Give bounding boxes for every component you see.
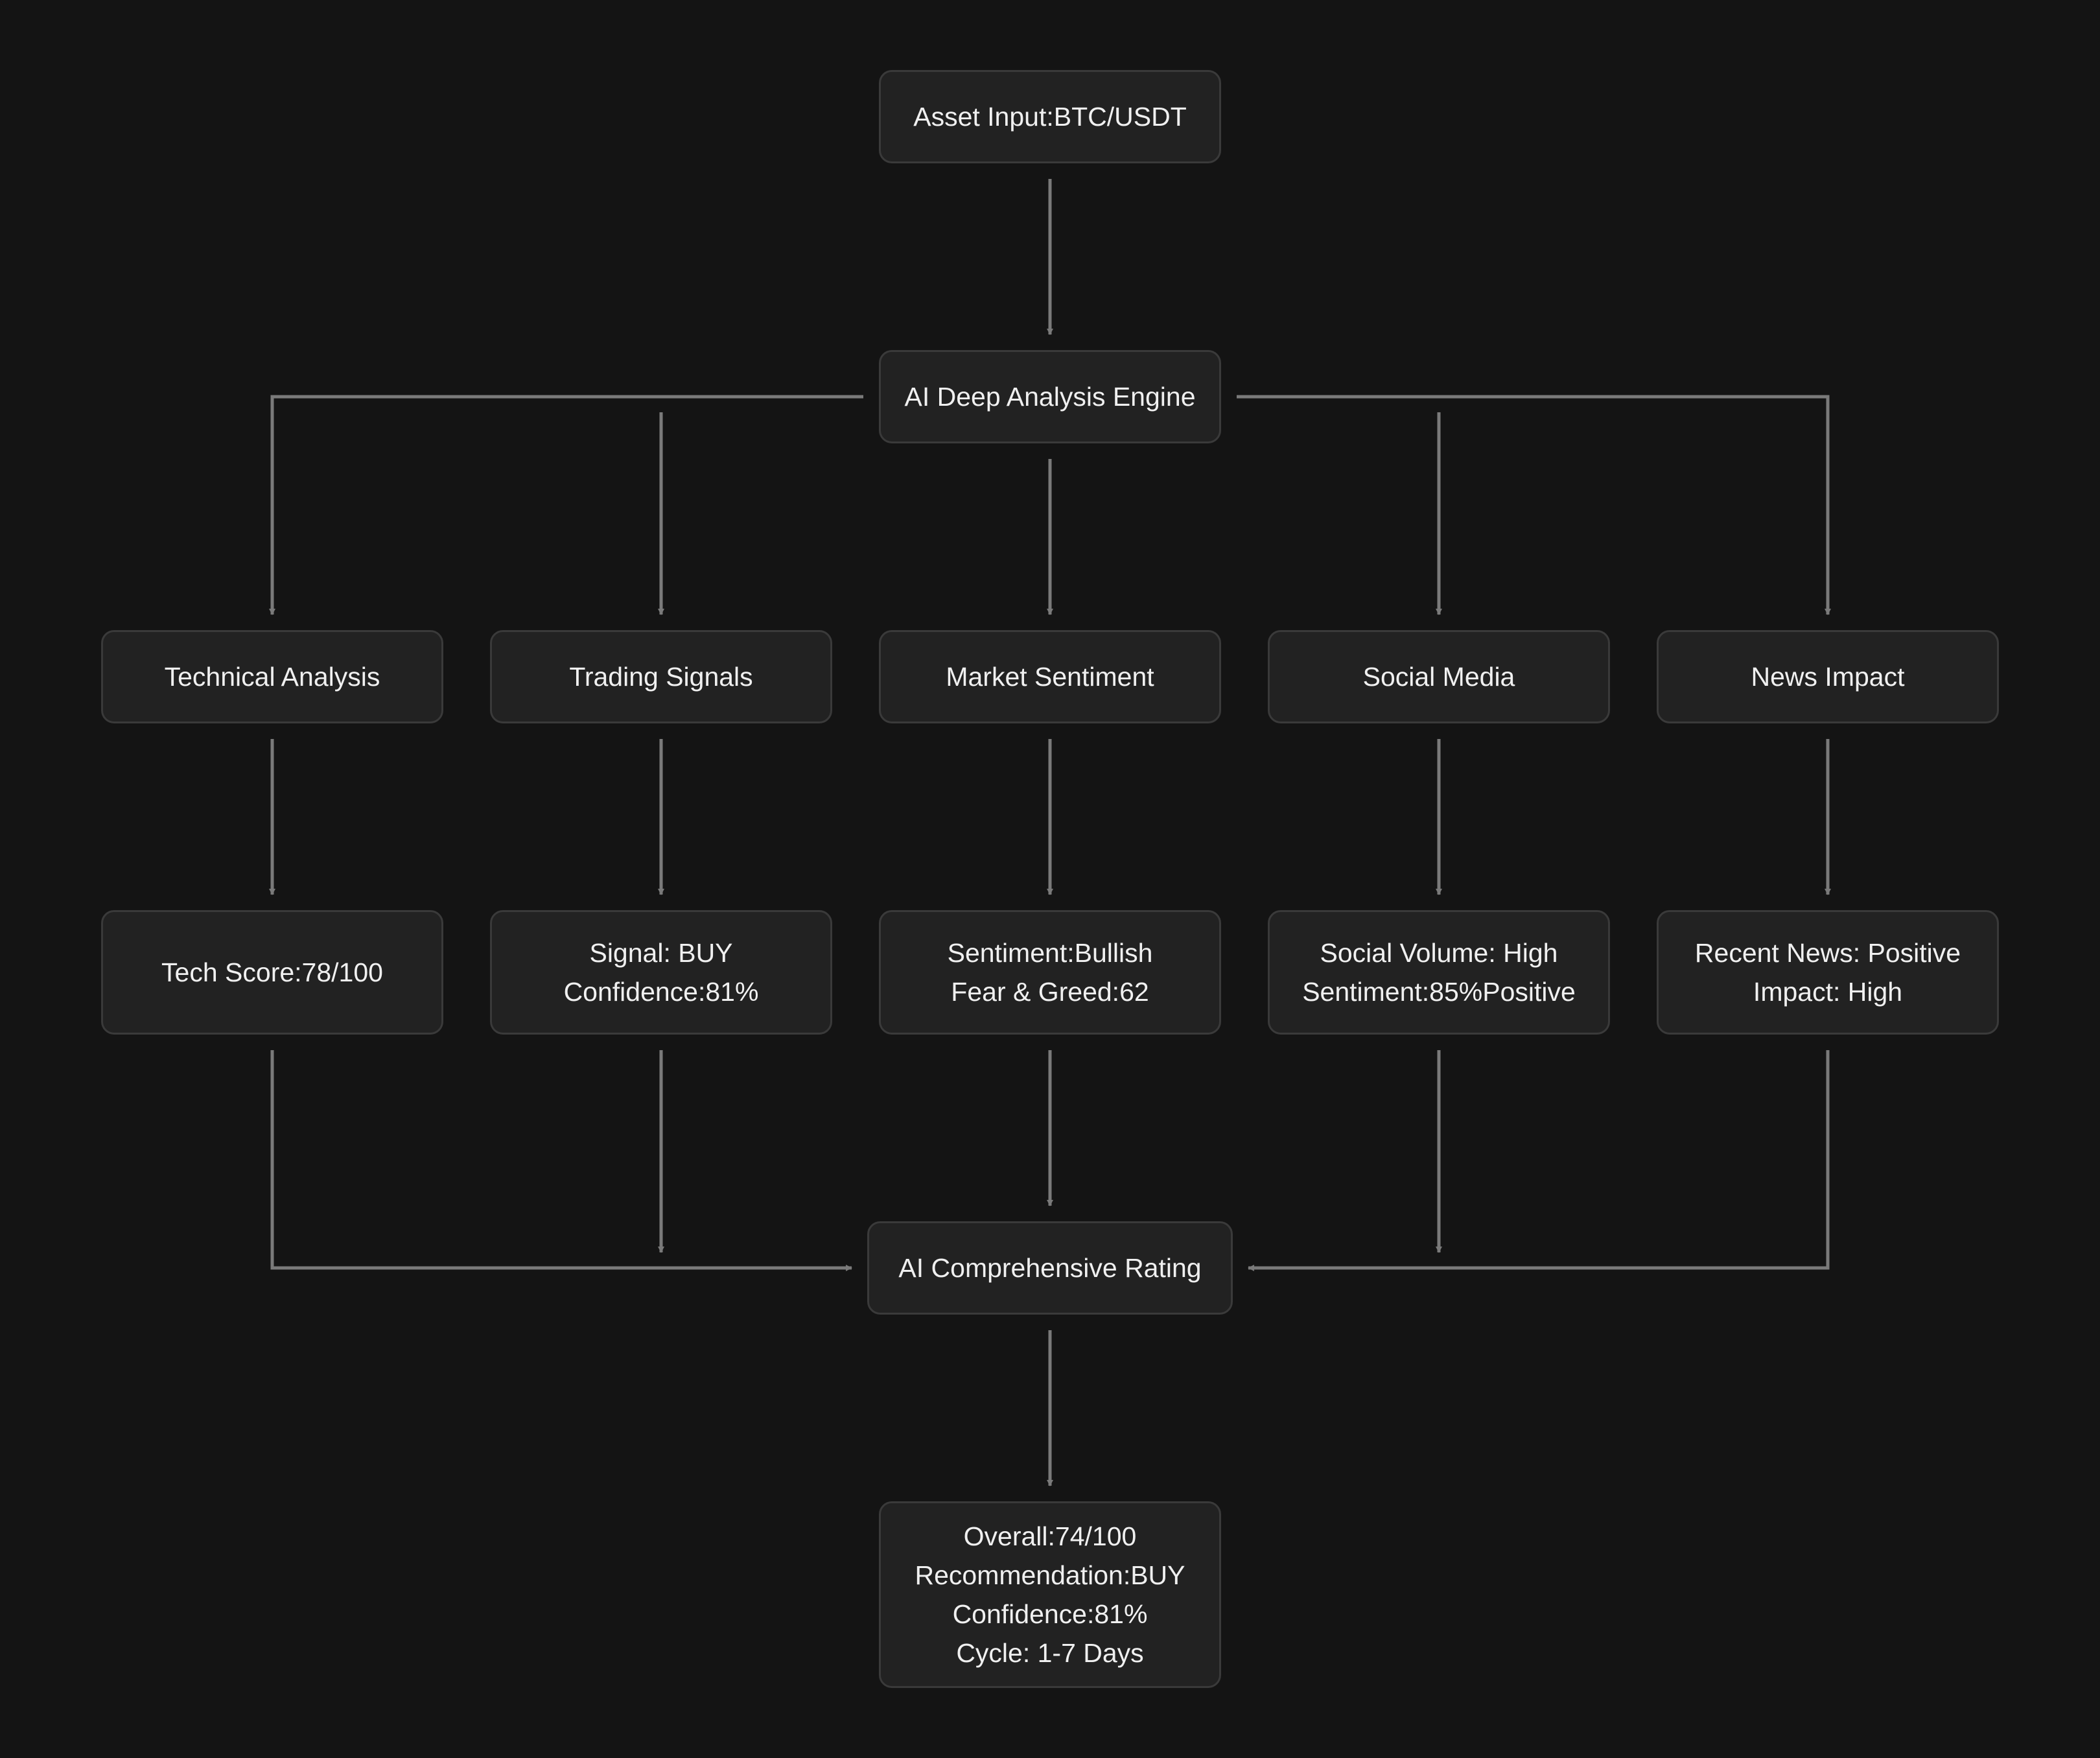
comprehensive-rating-node: AI Comprehensive Rating: [867, 1221, 1233, 1315]
trading-signals-label: Trading Signals: [569, 662, 753, 692]
social-volume-line: Social Volume: High: [1320, 938, 1558, 968]
technical-analysis-label: Technical Analysis: [164, 662, 380, 692]
arrow-recent-to-rating: [1248, 1050, 1830, 1271]
tech-score-line: Tech Score:78/100: [161, 957, 383, 987]
news-impact-line: Impact: High: [1753, 977, 1903, 1007]
social-media-label: Social Media: [1362, 662, 1515, 692]
news-impact-label: News Impact: [1751, 662, 1905, 692]
asset-input-label: Asset Input:BTC/USDT: [913, 102, 1187, 132]
tech-score-node: Tech Score:78/100: [101, 910, 443, 1035]
news-impact-node: News Impact: [1657, 630, 1999, 723]
sentiment-line: Sentiment:Bullish: [947, 938, 1153, 968]
overall-line: Overall:74/100: [963, 1521, 1137, 1551]
arrow-score-to-rating: [270, 1050, 852, 1271]
market-sentiment-node: Market Sentiment: [879, 630, 1221, 723]
fear-greed-line: Fear & Greed:62: [951, 977, 1149, 1007]
arrow-engine-to-news: [1237, 395, 1831, 615]
market-sentiment-label: Market Sentiment: [946, 662, 1154, 692]
signal-confidence-line: Confidence:81%: [563, 977, 759, 1007]
signal-result-node: Signal: BUY Confidence:81%: [490, 910, 832, 1035]
news-result-node: Recent News: Positive Impact: High: [1657, 910, 1999, 1035]
analysis-engine-label: AI Deep Analysis Engine: [904, 382, 1196, 412]
recent-news-line: Recent News: Positive: [1694, 938, 1961, 968]
social-result-node: Social Volume: High Sentiment:85%Positiv…: [1268, 910, 1610, 1035]
arrow-engine-to-technical: [269, 395, 863, 615]
technical-analysis-node: Technical Analysis: [101, 630, 443, 723]
asset-input-node: Asset Input:BTC/USDT: [879, 70, 1221, 163]
social-sentiment-line: Sentiment:85%Positive: [1302, 977, 1576, 1007]
recommendation-line: Recommendation:BUY: [915, 1560, 1185, 1590]
cycle-line: Cycle: 1-7 Days: [956, 1638, 1144, 1668]
final-result-node: Overall:74/100 Recommendation:BUY Confid…: [879, 1501, 1221, 1688]
comprehensive-rating-label: AI Comprehensive Rating: [898, 1253, 1202, 1283]
signal-line: Signal: BUY: [589, 938, 733, 968]
sentiment-result-node: Sentiment:Bullish Fear & Greed:62: [879, 910, 1221, 1035]
trading-signals-node: Trading Signals: [490, 630, 832, 723]
final-confidence-line: Confidence:81%: [952, 1599, 1148, 1629]
analysis-engine-node: AI Deep Analysis Engine: [879, 350, 1221, 443]
social-media-node: Social Media: [1268, 630, 1610, 723]
